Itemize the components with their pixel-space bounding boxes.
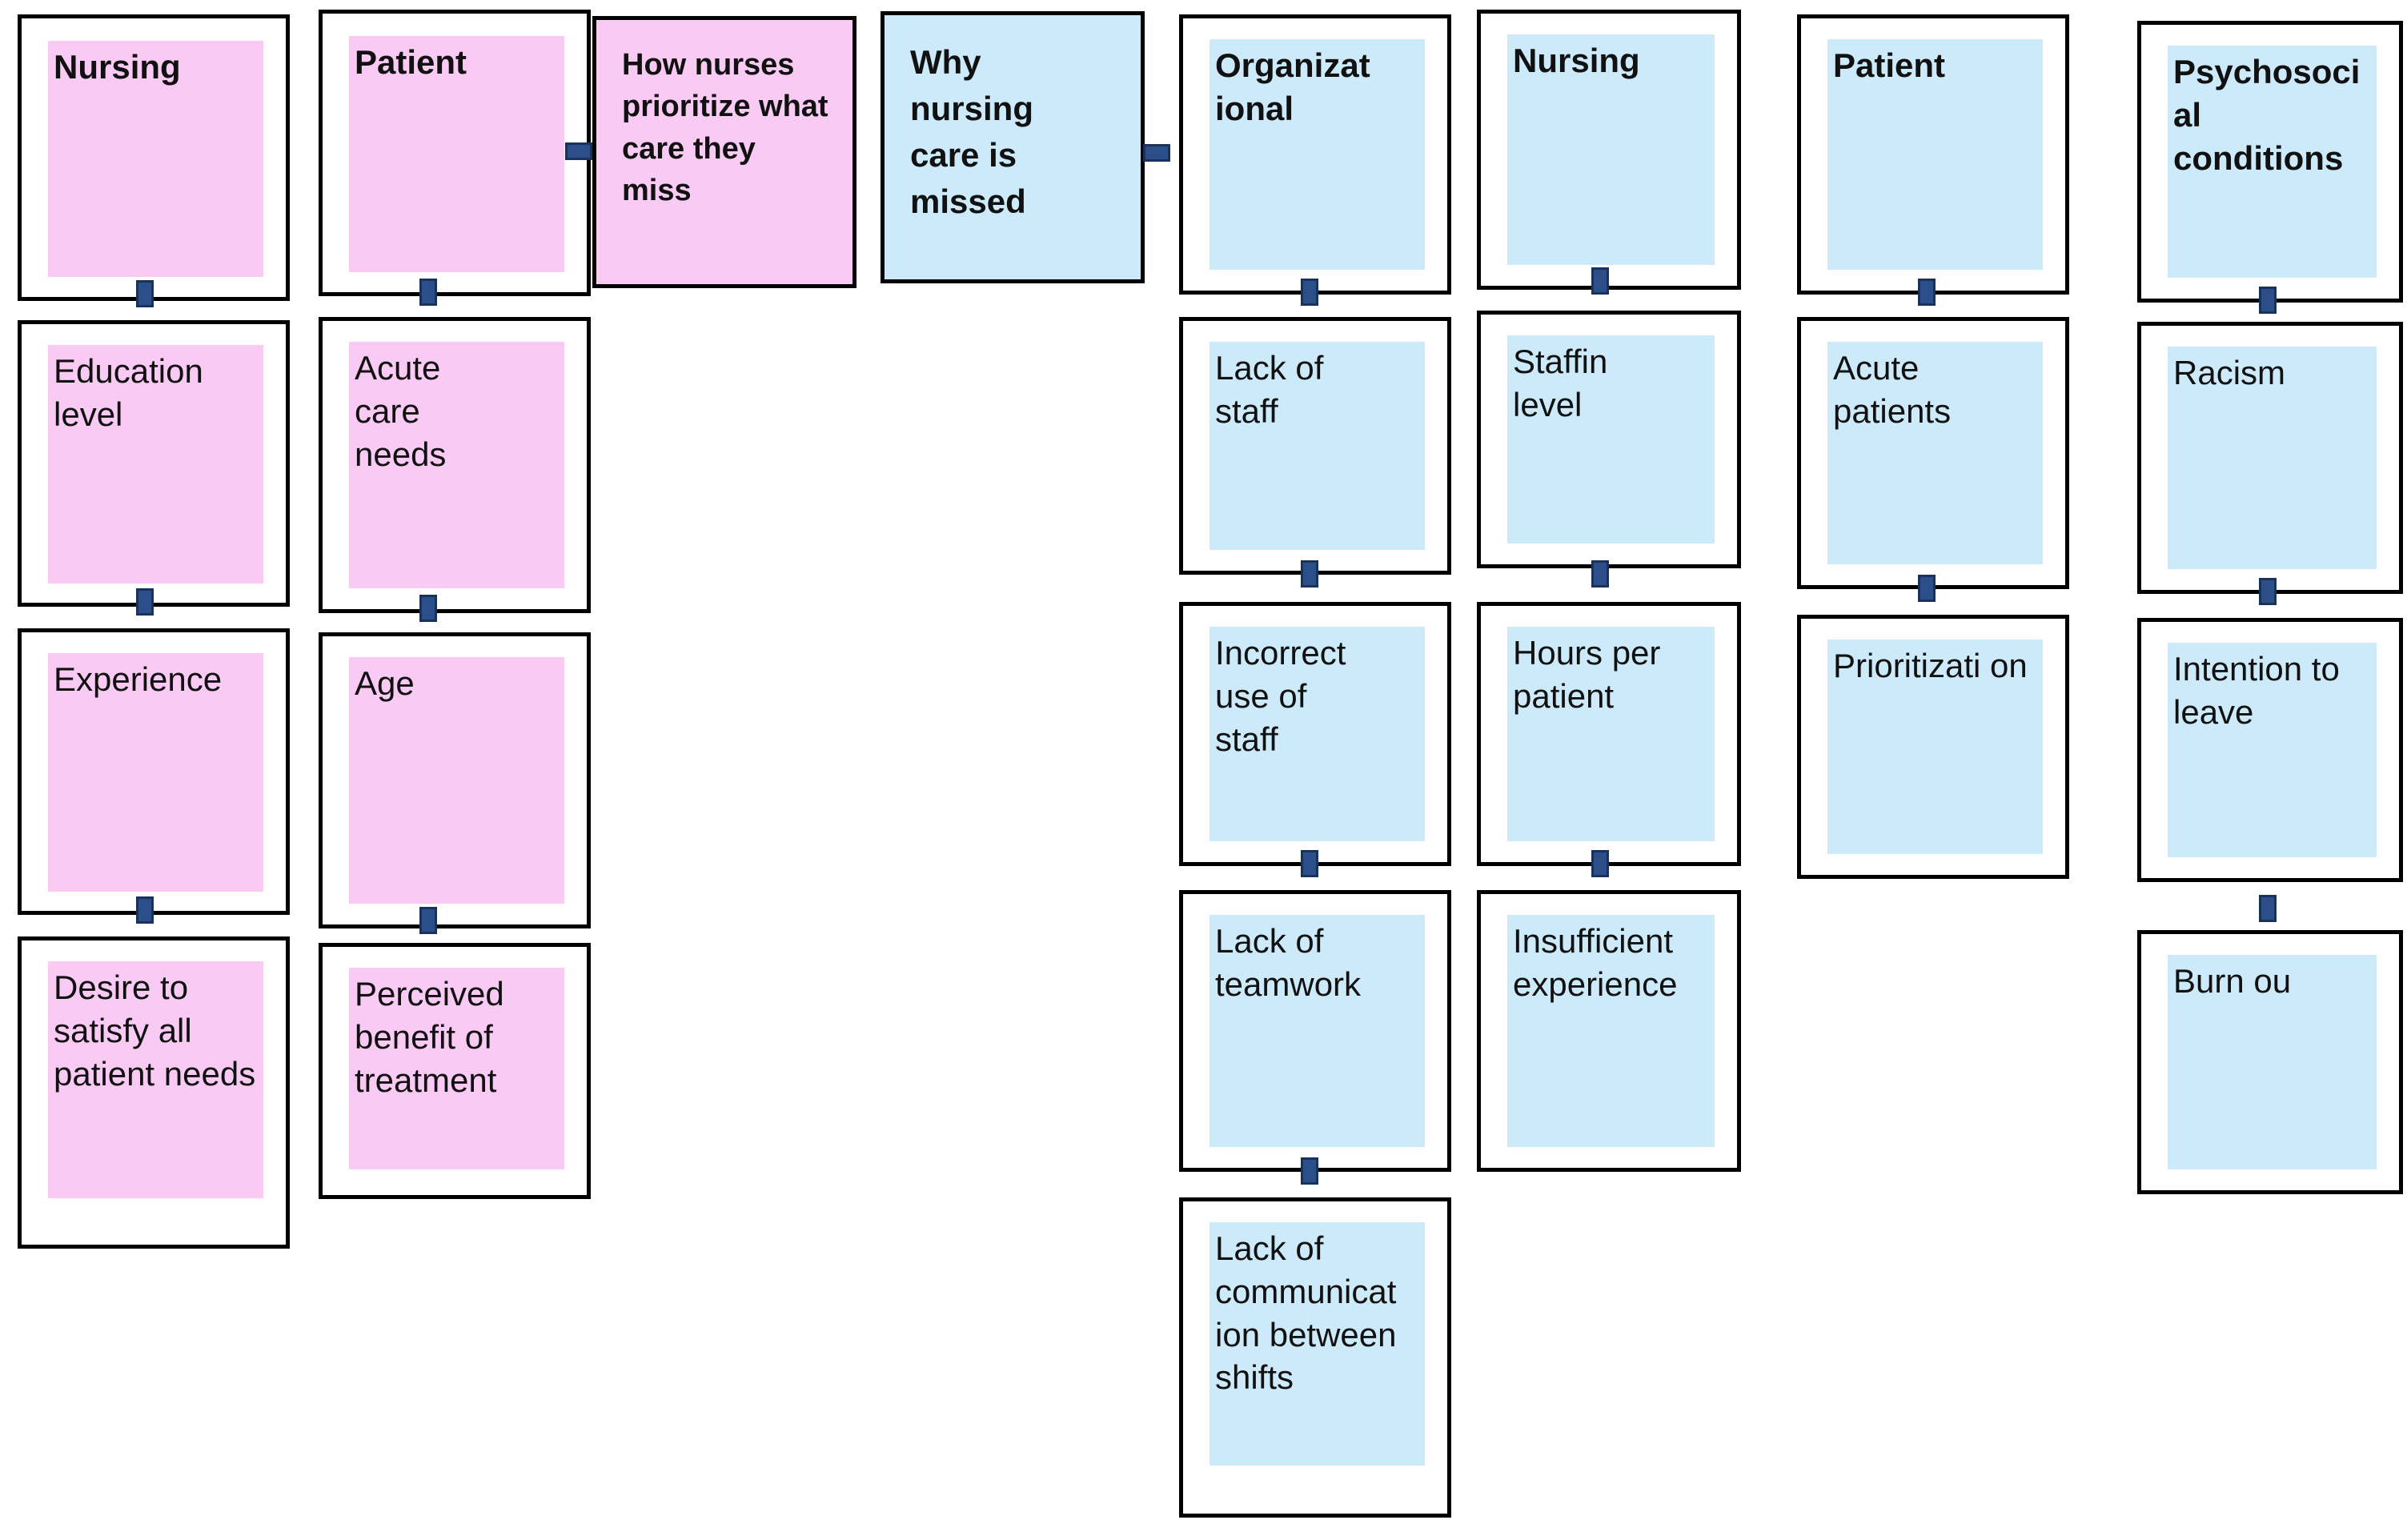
connector-vertical: [419, 279, 437, 306]
node-insufficient-experience: Insufficient experience: [1477, 890, 1741, 1172]
node-fill: [48, 653, 263, 892]
connector-vertical: [1301, 560, 1318, 588]
node-label: Perceived benefit of treatment: [355, 975, 514, 1099]
connector-vertical: [2259, 287, 2277, 314]
node-acute-care-needs: Acute care needs: [319, 317, 591, 613]
node-fill: [1210, 915, 1425, 1147]
node-label: Education level: [54, 352, 213, 433]
connector-vertical: [419, 907, 437, 934]
node-label: Patient: [1833, 46, 1946, 84]
node-perceived-benefit: Perceived benefit of treatment: [319, 943, 591, 1199]
connector-vertical: [1301, 1157, 1318, 1185]
node-patient-right-header: Patient: [1797, 14, 2069, 295]
node-lack-of-communication: Lack of communicat ion between shifts: [1179, 1197, 1451, 1518]
connector-vertical: [419, 595, 437, 622]
node-fill: [48, 961, 263, 1198]
node-label: Insufficient experience: [1513, 922, 1683, 1003]
node-nursing-left-header: Nursing: [18, 14, 290, 301]
node-fill: [1210, 342, 1425, 550]
node-nursing-right-header: Nursing: [1477, 10, 1741, 290]
node-label: Intention to leave: [2173, 650, 2349, 731]
node-label: Nursing: [1513, 42, 1640, 79]
connector-vertical: [1918, 279, 1936, 306]
node-label: Prioritizati on: [1833, 647, 2028, 684]
node-fill: [2168, 643, 2377, 857]
node-lack-of-teamwork: Lack of teamwork: [1179, 890, 1451, 1172]
node-label: Acute care needs: [355, 349, 451, 473]
node-fill: [1507, 34, 1715, 265]
node-label: Incorrect use of staff: [1215, 634, 1356, 758]
node-label: Acute patients: [1833, 349, 1952, 430]
node-desire-satisfy-needs: Desire to satisfy all patient needs: [18, 936, 290, 1249]
node-fill: [1507, 627, 1715, 841]
node-fill: [1210, 1222, 1425, 1466]
node-incorrect-use-of-staff: Incorrect use of staff: [1179, 602, 1451, 866]
node-question-why-care-missed: Why nursing care is missed: [881, 11, 1145, 283]
node-burn-out: Burn ou: [2137, 930, 2403, 1194]
node-psychosocial-header: Psychosoci al conditions: [2137, 21, 2403, 303]
node-label: Burn ou: [2173, 962, 2292, 1000]
connector-vertical: [136, 588, 154, 616]
node-label: Desire to satisfy all patient needs: [54, 969, 256, 1093]
node-fill: [1827, 640, 2043, 854]
node-label: Age: [355, 664, 415, 702]
node-fill: [1827, 39, 2043, 270]
node-acute-patients: Acute patients: [1797, 317, 2069, 589]
node-prioritization: Prioritizati on: [1797, 615, 2069, 879]
connector-vertical: [1301, 279, 1318, 306]
node-fill: [1827, 342, 2043, 564]
node-patient-left-header: Patient: [319, 10, 591, 296]
node-label: Lack of communicat ion between shifts: [1215, 1229, 1406, 1397]
node-fill: [2168, 46, 2377, 278]
node-education-level: Education level: [18, 320, 290, 607]
node-fill: [349, 36, 564, 272]
node-fill: [2168, 347, 2377, 569]
node-label: Racism: [2173, 354, 2286, 391]
node-label: Hours per patient: [1513, 634, 1671, 715]
node-label: Psychosoci al conditions: [2173, 53, 2370, 177]
node-fill: [2168, 955, 2377, 1169]
node-label: Patient: [355, 43, 467, 81]
node-lack-of-staff: Lack of staff: [1179, 317, 1451, 575]
node-label: Experience: [54, 660, 223, 698]
connector-vertical: [1591, 850, 1609, 877]
connector-vertical: [2259, 578, 2277, 605]
node-hours-per-patient: Hours per patient: [1477, 602, 1741, 866]
node-fill: [48, 345, 263, 584]
connector-vertical: [136, 896, 154, 924]
node-label: Lack of teamwork: [1215, 922, 1362, 1003]
connector-vertical: [1591, 560, 1609, 588]
node-label: Nursing: [54, 48, 181, 86]
node-label: How nurses prioritize what care they mis…: [622, 48, 837, 208]
node-label: Why nursing care is missed: [910, 43, 1043, 220]
connector-horizontal: [1143, 144, 1170, 162]
node-question-how-nurses-prioritize: How nurses prioritize what care they mis…: [592, 16, 856, 288]
node-racism: Racism: [2137, 322, 2403, 594]
node-fill: [1507, 915, 1715, 1147]
connector-vertical: [1918, 575, 1936, 602]
connector-vertical: [136, 280, 154, 307]
node-age: Age: [319, 632, 591, 928]
node-fill: [349, 342, 564, 588]
node-fill: [1507, 335, 1715, 543]
node-intention-to-leave: Intention to leave: [2137, 618, 2403, 882]
connector-vertical: [1591, 267, 1609, 295]
node-label: Lack of staff: [1215, 349, 1334, 430]
node-label: Organizat ional: [1215, 46, 1380, 127]
connector-horizontal: [565, 142, 592, 160]
node-fill: [48, 41, 263, 277]
node-fill: [349, 968, 564, 1169]
node-label: Staffin level: [1513, 343, 1617, 423]
node-fill: [1210, 627, 1425, 841]
connector-vertical: [2259, 895, 2277, 922]
node-fill: [1210, 39, 1425, 270]
node-organizational-header: Organizat ional: [1179, 14, 1451, 295]
node-experience: Experience: [18, 628, 290, 915]
node-fill: [349, 657, 564, 904]
connector-vertical: [1301, 850, 1318, 877]
node-staffing-level: Staffin level: [1477, 311, 1741, 568]
